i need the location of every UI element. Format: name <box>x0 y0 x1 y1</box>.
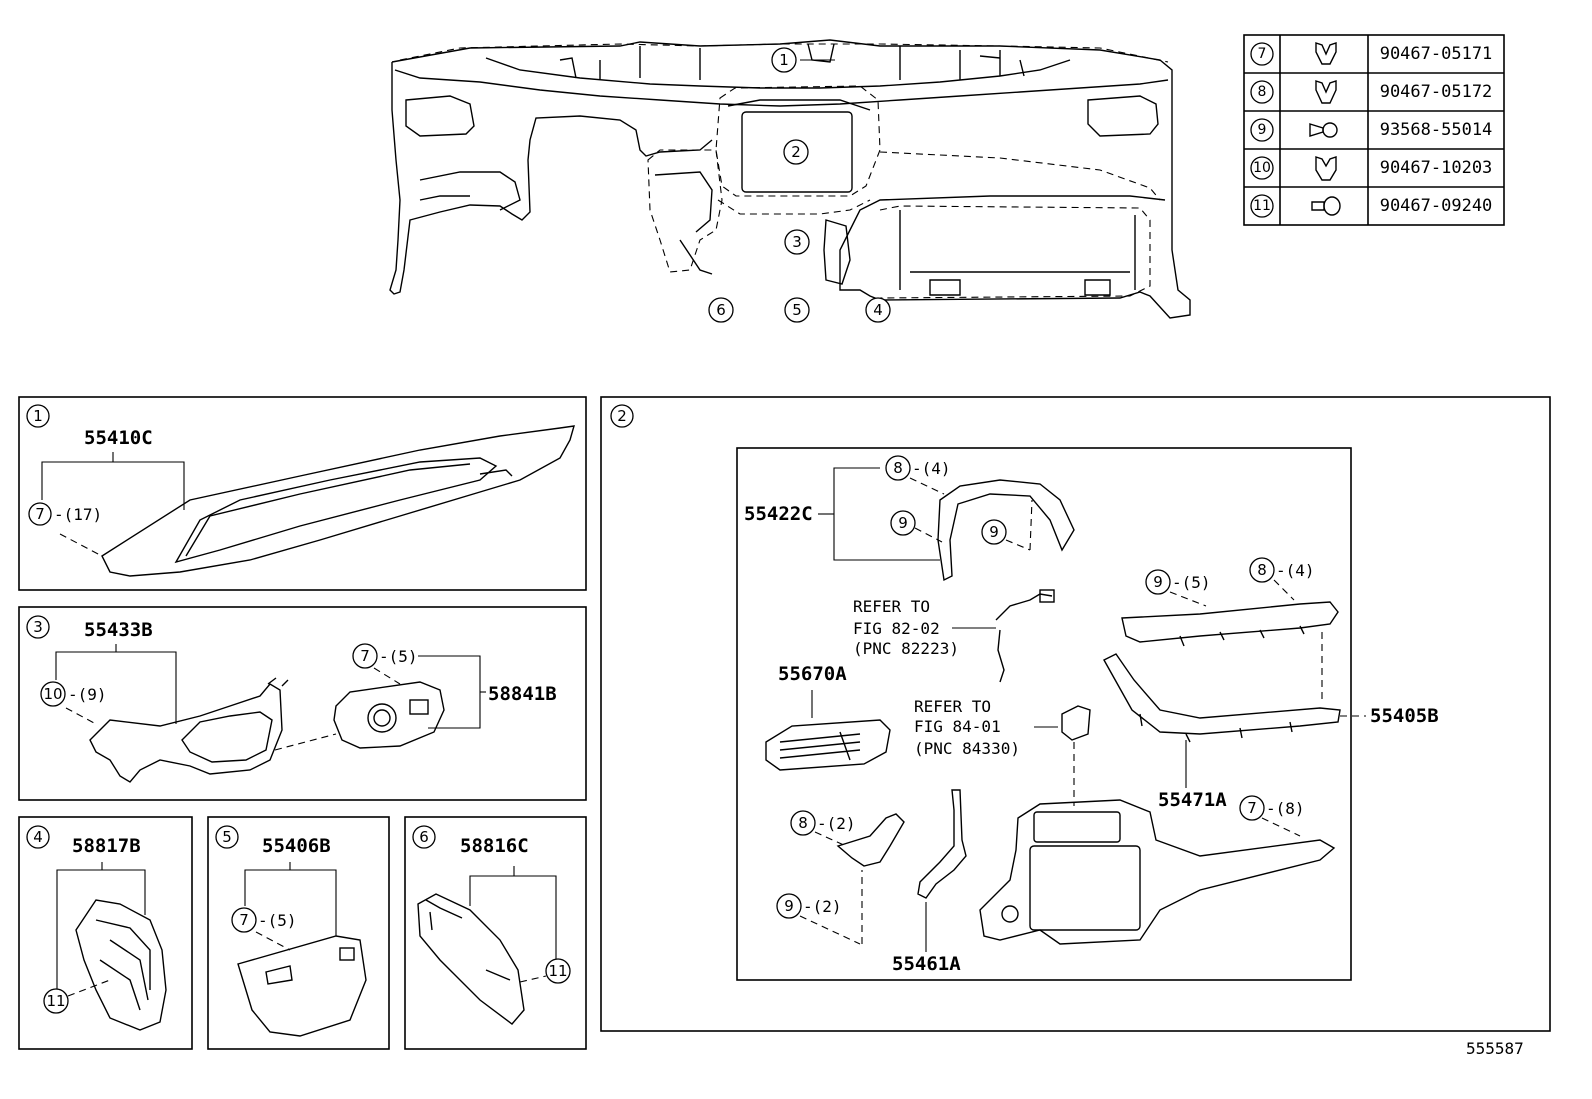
part-label: 55471A <box>1158 789 1227 811</box>
clip-icon <box>1315 80 1337 104</box>
fastener-qty: -(4) <box>912 459 951 478</box>
part-label: 55406B <box>262 835 331 857</box>
part-label: 55405B <box>1370 705 1439 727</box>
refer-text: REFER TO <box>914 697 991 716</box>
panel-number: 4 <box>33 828 43 846</box>
panel-3: 3 55433B 10 -(9) 58841B 7 -(5) <box>18 606 587 801</box>
refer-text: FIG 82-02 <box>853 619 940 638</box>
fastener-qty: -(8) <box>1266 799 1305 818</box>
refer-text: (PNC 84330) <box>914 739 1020 758</box>
part-label: 58816C <box>460 835 529 857</box>
fastener-ref: 11 <box>1253 198 1271 214</box>
part-number: 90467-05172 <box>1380 82 1493 102</box>
panel-5: 5 55406B 7 -(5) <box>207 816 390 1050</box>
clip-icon <box>1315 156 1337 181</box>
pin-icon <box>1311 196 1341 216</box>
fastener-ref: 8 <box>1258 84 1267 100</box>
refer-text: (PNC 82223) <box>853 639 959 658</box>
fastener-table: 7 90467-05171 8 90467-05172 9 93568-5501… <box>1243 34 1505 226</box>
fastener-callout: 9 <box>989 523 999 541</box>
panel-number: 5 <box>222 828 232 846</box>
fastener-callout: 7 <box>1247 799 1257 817</box>
fastener-callout: 10 <box>43 685 62 703</box>
fastener-row: 9 93568-55014 <box>1250 118 1493 142</box>
overview-callout-3: 3 <box>792 233 802 251</box>
part-label: 55433B <box>84 619 153 641</box>
part-label: 58841B <box>488 683 557 705</box>
fastener-ref: 9 <box>1258 122 1267 138</box>
fastener-row: 10 90467-10203 <box>1250 156 1493 181</box>
refer-text: FIG 84-01 <box>914 717 1001 736</box>
panel-2: 2 55422C 8 -(4) 9 9 REFER TO FIG 82-02 (… <box>600 396 1551 1032</box>
panel-1: 1 55410C 7 -(17) <box>18 396 587 591</box>
fastener-qty: -(17) <box>54 505 102 524</box>
overview-callout-1: 1 <box>779 51 789 69</box>
fastener-callout: 8 <box>798 814 808 832</box>
part-number: 90467-09240 <box>1380 196 1493 216</box>
panel-4: 4 58817B 11 <box>18 816 193 1050</box>
fastener-callout: 7 <box>360 647 370 665</box>
panel-6: 6 58816C 11 <box>404 816 587 1050</box>
fastener-qty: -(2) <box>803 897 842 916</box>
part-label: 55410C <box>84 427 153 449</box>
panel-number: 1 <box>33 407 43 425</box>
fastener-callout: 7 <box>35 505 45 523</box>
part-label: 55670A <box>778 663 847 685</box>
fastener-callout: 8 <box>893 459 903 477</box>
part-label: 55461A <box>892 953 961 975</box>
fastener-qty: -(9) <box>68 685 107 704</box>
fastener-callout: 8 <box>1257 561 1267 579</box>
overview-callout-6: 6 <box>716 301 726 319</box>
panel-number: 6 <box>419 828 429 846</box>
part-number: 90467-05171 <box>1380 44 1493 64</box>
part-label: 58817B <box>72 835 141 857</box>
overview-callouts: 1 2 3 4 5 6 <box>708 47 891 323</box>
figure-id: 555587 <box>1466 1039 1524 1058</box>
fastener-qty: -(5) <box>1172 573 1211 592</box>
fastener-row: 8 90467-05172 <box>1250 80 1493 104</box>
screw-icon <box>1309 122 1338 138</box>
fastener-qty: -(5) <box>379 647 418 666</box>
fastener-callout: 11 <box>46 992 65 1010</box>
panel-number: 3 <box>33 618 43 636</box>
overview-callout-5: 5 <box>792 301 802 319</box>
part-number: 90467-10203 <box>1380 158 1493 178</box>
panel-number: 2 <box>617 407 627 425</box>
fastener-row: 11 90467-09240 <box>1250 194 1493 218</box>
fastener-callout: 7 <box>239 911 249 929</box>
overview-callout-2: 2 <box>791 143 801 161</box>
dashboard-overview <box>389 39 1191 319</box>
fastener-ref: 7 <box>1258 46 1267 62</box>
fastener-callout: 9 <box>1153 573 1163 591</box>
fastener-qty: -(2) <box>817 814 856 833</box>
part-label: 55422C <box>744 503 813 525</box>
fastener-callout: 9 <box>898 514 908 532</box>
fastener-qty: -(5) <box>258 911 297 930</box>
fastener-callout: 11 <box>548 962 567 980</box>
part-number: 93568-55014 <box>1380 120 1493 140</box>
fastener-qty: -(4) <box>1276 561 1315 580</box>
overview-callout-4: 4 <box>873 301 883 319</box>
refer-text: REFER TO <box>853 597 930 616</box>
clip-icon <box>1315 42 1337 65</box>
fastener-callout: 9 <box>784 897 794 915</box>
fastener-row: 7 90467-05171 <box>1250 42 1493 66</box>
fastener-ref: 10 <box>1253 160 1271 176</box>
